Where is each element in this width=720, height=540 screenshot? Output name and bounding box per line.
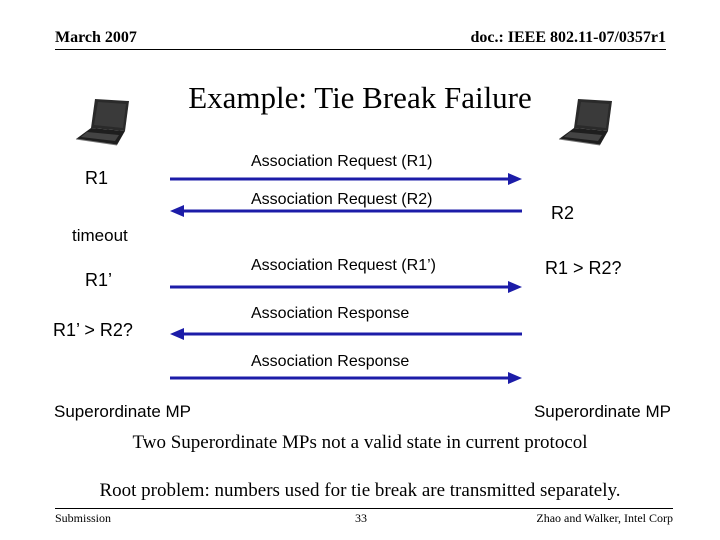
- left-laptop-icon: [75, 99, 129, 146]
- message-label: Association Request (R1): [251, 153, 433, 170]
- message-arrow: [170, 173, 522, 185]
- root-problem-note: Root problem: numbers used for tie break…: [99, 480, 621, 501]
- right-laptop-icon: [558, 99, 612, 146]
- header-rule: [55, 49, 666, 50]
- footer-rule: [55, 508, 673, 509]
- message-arrow: [170, 372, 522, 384]
- message-arrow: [170, 205, 522, 217]
- message-label: Association Request (R1’): [251, 257, 436, 274]
- message-label: Association Response: [251, 353, 410, 370]
- message-arrow: [170, 328, 522, 340]
- right-role-label: Superordinate MP: [533, 402, 671, 421]
- header-date: March 2007: [55, 29, 137, 46]
- left-role-label: Superordinate MP: [54, 402, 192, 421]
- timeout-label: timeout: [72, 226, 128, 245]
- left-r1-prime-label: R1’: [85, 270, 113, 290]
- right-r2-label: R2: [551, 203, 575, 223]
- footer-authors: Zhao and Walker, Intel Corp: [536, 511, 673, 525]
- left-compare-label: R1’ > R2?: [53, 320, 133, 340]
- message-label: Association Request (R2): [251, 191, 433, 208]
- left-r1-label: R1: [85, 168, 109, 188]
- slide-title: Example: Tie Break Failure: [188, 80, 532, 115]
- message-arrow: [170, 281, 522, 293]
- header-doc-id: doc.: IEEE 802.11-07/0357r1: [470, 29, 666, 46]
- footer-page-number: 33: [355, 511, 367, 525]
- message-label: Association Response: [251, 305, 410, 322]
- right-compare-label: R1 > R2?: [545, 258, 622, 278]
- state-note: Two Superordinate MPs not a valid state …: [132, 432, 588, 453]
- footer-submission: Submission: [55, 511, 112, 525]
